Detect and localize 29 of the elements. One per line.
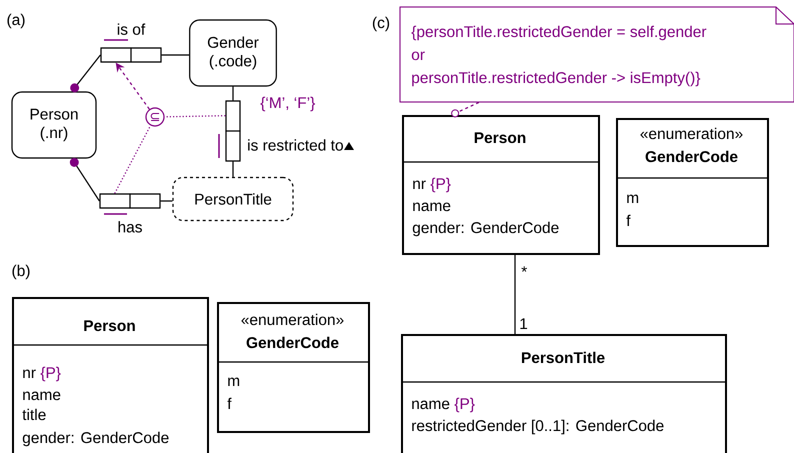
multiplicity-label: * <box>521 266 527 272</box>
connector-line <box>232 162 234 177</box>
connector-line <box>232 86 234 100</box>
constraint-line <box>114 125 152 194</box>
note-box: {personTitle.restrictedGender = self.gender or personTitle.restrictedGender -> isEmpty()} <box>400 6 794 102</box>
class-box: PersonTitle name {P} restrictedGender [0..1]: GenderCode <box>401 334 727 453</box>
anchor-line <box>451 102 480 118</box>
entity-type-box: PersonTitle <box>172 176 294 222</box>
connector-line <box>162 54 190 56</box>
class-box: Person nr {P} name gender: GenderCode <box>402 115 600 255</box>
node-label: has <box>118 221 142 233</box>
entity-type-box: Gender (.code) <box>189 19 277 87</box>
panel-label: (b) <box>12 264 30 280</box>
class-box: «enumeration» GenderCode m f <box>616 118 769 247</box>
panel-label: (a) <box>8 14 25 28</box>
fact-type-box: is of <box>100 23 162 63</box>
connector-line <box>70 54 101 92</box>
class-box: «enumeration» GenderCode m f <box>217 302 370 433</box>
node-label: is of <box>118 23 146 35</box>
fact-type-box: has <box>99 193 161 233</box>
entity-type-box: Person (.nr) <box>11 91 97 159</box>
value-constraint: {‘M’, ‘F’} <box>260 96 316 112</box>
constraint-line <box>164 115 226 118</box>
connector-line <box>70 158 100 202</box>
node-label: is restricted to <box>248 139 343 151</box>
class-box: Person nr {P} name title gender: GenderCode <box>12 297 209 453</box>
multiplicity-label: 1 <box>520 318 528 329</box>
connector-line <box>160 200 172 202</box>
association-line <box>514 255 516 334</box>
